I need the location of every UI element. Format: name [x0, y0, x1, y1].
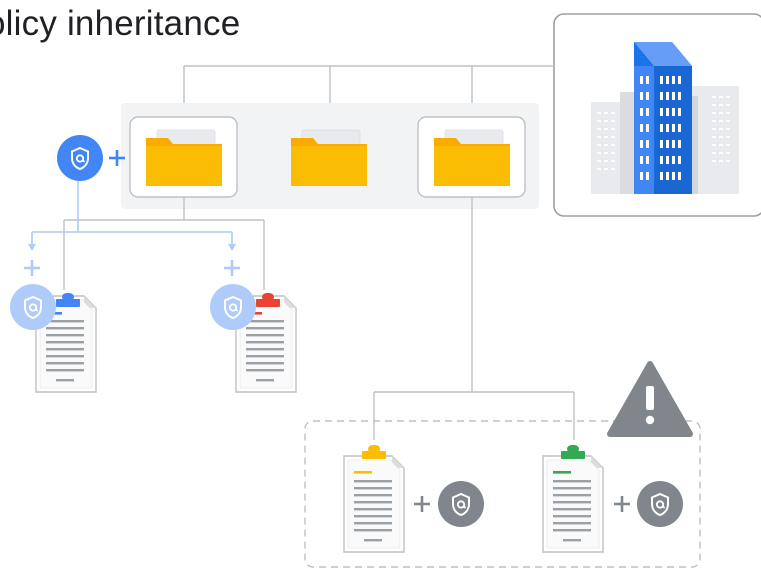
- diagram-title: olicy inheritance: [0, 4, 241, 43]
- folder-icon: [290, 129, 368, 187]
- folder-icon: [145, 129, 223, 187]
- document-node-4[interactable]: [542, 445, 683, 553]
- policy-shield-icon: [10, 284, 56, 330]
- folder-node-right[interactable]: [417, 116, 526, 198]
- clipboard-document-icon: [35, 293, 97, 393]
- document-node-3[interactable]: [343, 445, 484, 553]
- plus-icon: [24, 260, 40, 276]
- folder-policy[interactable]: [57, 135, 103, 181]
- plus-icon: [224, 260, 240, 276]
- unprotected-connectors: [373, 197, 575, 440]
- clipboard-document-icon: [343, 445, 405, 553]
- building-icon: [591, 42, 739, 194]
- document-node-1[interactable]: [10, 284, 97, 393]
- folder-node-left[interactable]: [129, 116, 238, 198]
- folder-node-middle[interactable]: [290, 129, 368, 187]
- plus-icon: [109, 150, 125, 166]
- policy-shield-icon[interactable]: [637, 481, 683, 527]
- plus-icon: [414, 496, 430, 512]
- warning-triangle-icon: [607, 361, 693, 437]
- inheritance-connectors: [28, 181, 265, 290]
- clipboard-document-icon: [542, 445, 604, 553]
- plus-icon: [614, 496, 630, 512]
- unprotected-group: [304, 420, 701, 568]
- policy-shield-icon: [210, 284, 256, 330]
- document-node-2[interactable]: [210, 284, 297, 393]
- policy-shield-icon[interactable]: [438, 481, 484, 527]
- folder-icon: [433, 129, 511, 187]
- policy-shield-icon: [57, 135, 103, 181]
- organization-node[interactable]: [553, 13, 761, 217]
